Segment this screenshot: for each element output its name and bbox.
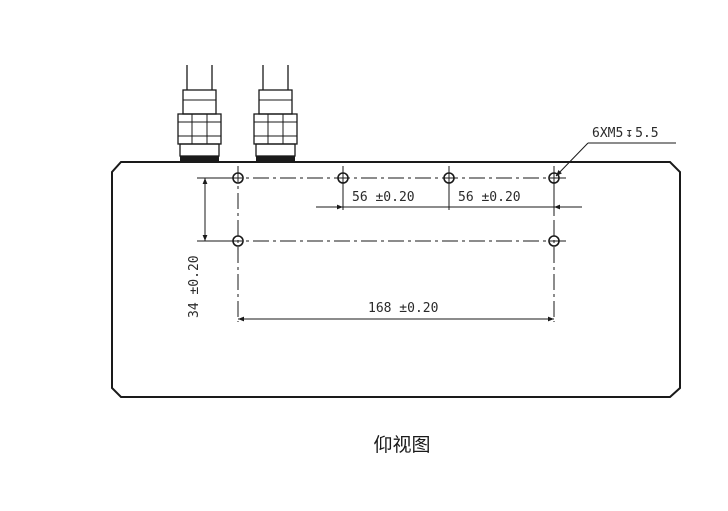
dimension-total-length-label: 168 ±0.20: [368, 301, 438, 316]
mounting-hole: [232, 172, 244, 184]
dimension-total-length: 168 ±0.20: [238, 301, 554, 322]
dimension-pitch-left: 56 ±0.20: [352, 190, 415, 205]
cable-connector-right: [253, 65, 298, 162]
mounting-hole: [232, 235, 244, 247]
hole-centerlines: [226, 166, 566, 322]
mounting-hole: [337, 172, 349, 184]
dimension-pitch: 56 ±0.20 56 ±0.20: [316, 182, 582, 214]
mounting-hole: [548, 235, 560, 247]
mounting-holes: [232, 172, 560, 247]
view-caption: 仰视图: [373, 434, 430, 456]
mounting-hole: [443, 172, 455, 184]
thread-callout: 6XM5↧5.5: [555, 126, 676, 177]
svg-text:6XM5↧5.5: 6XM5↧5.5: [592, 126, 659, 141]
thread-depth: 5.5: [635, 126, 658, 141]
dimension-row-spacing: 34 ±0.20: [187, 177, 232, 318]
dimension-row-spacing-label: 34 ±0.20: [187, 255, 202, 318]
dimension-pitch-right: 56 ±0.20: [458, 190, 521, 205]
cable-connector-left: [177, 65, 222, 162]
thread-spec: 6XM5: [592, 126, 623, 141]
depth-symbol-icon: ↧: [625, 126, 633, 141]
housing-outline: [111, 161, 681, 398]
